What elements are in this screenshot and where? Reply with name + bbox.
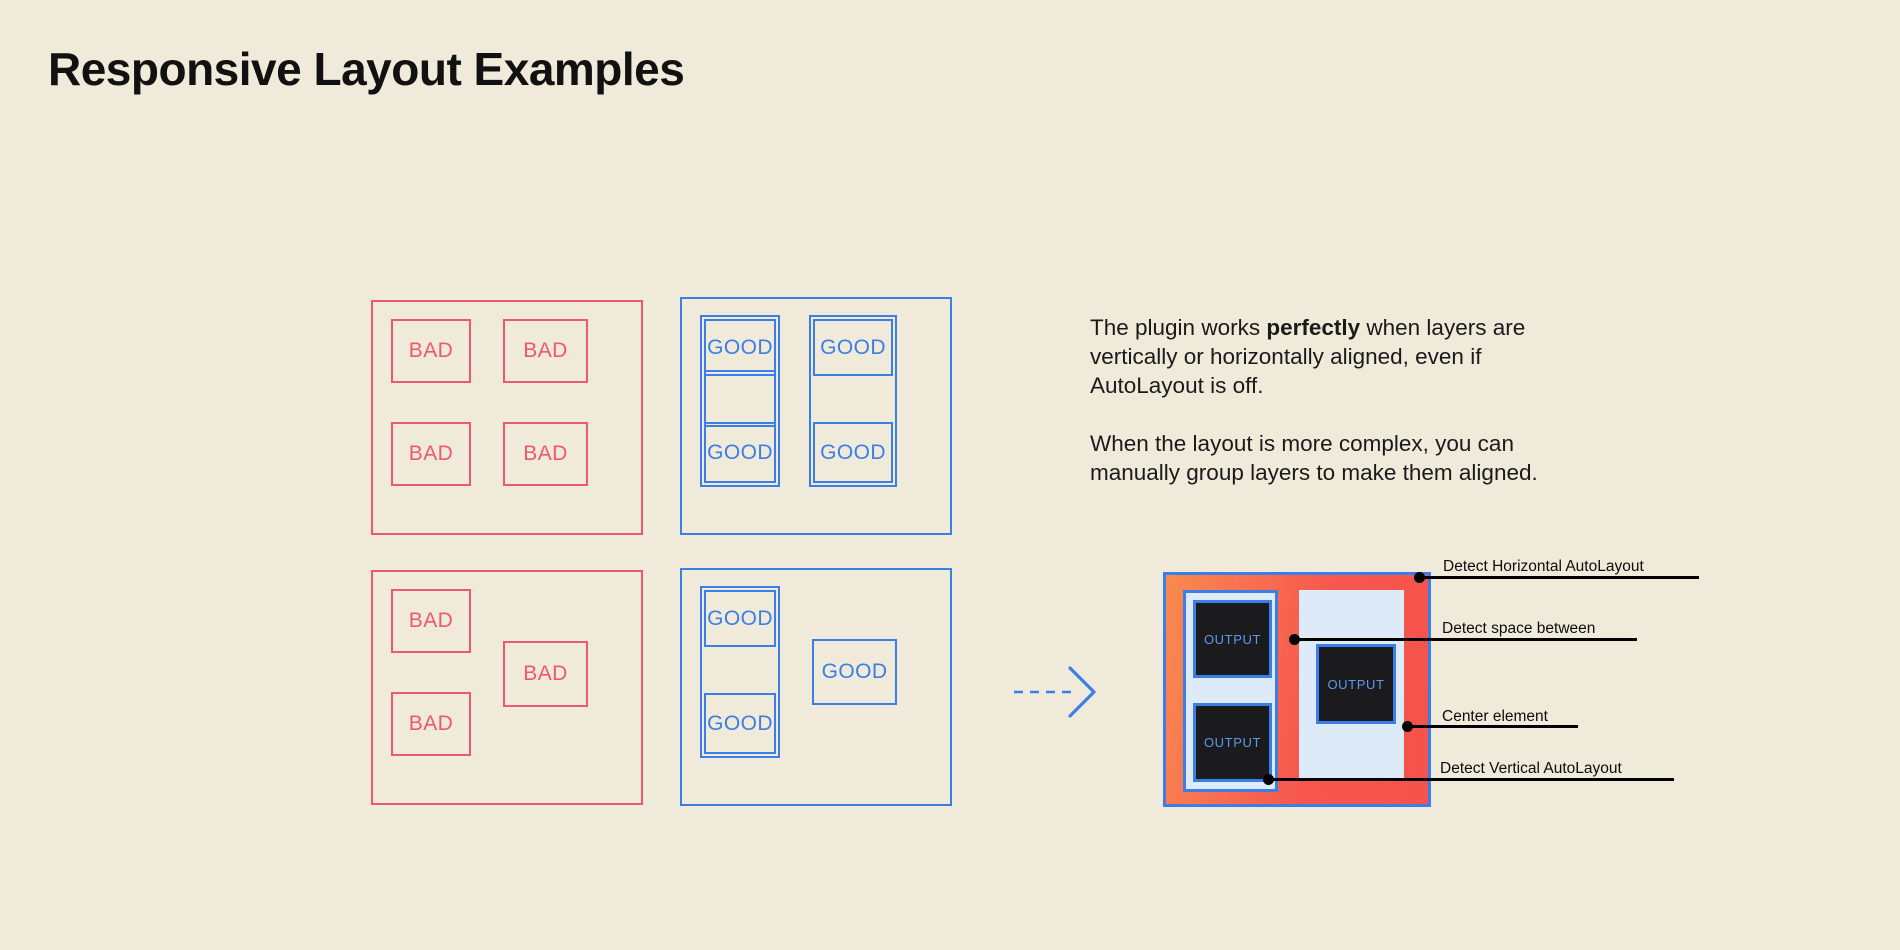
output-box: OUTPUT [1316, 644, 1396, 724]
example-box-bad: BAD [503, 319, 588, 383]
detect-diagram-frame: OUTPUT OUTPUT OUTPUT [1163, 572, 1431, 807]
paragraph1-bold: perfectly [1266, 315, 1361, 340]
page-title: Responsive Layout Examples [48, 43, 685, 95]
example-box-good: GOOD [813, 319, 893, 376]
example-box-good: GOOD [812, 639, 897, 705]
annotation-label-detect-vertical-autolayout: Detect Vertical AutoLayout [1440, 760, 1622, 777]
example-box-good: GOOD [813, 422, 893, 483]
example-panel-bad-complex: BAD BAD BAD [371, 570, 643, 805]
example-panel-good-complex: GOOD GOOD GOOD [680, 568, 952, 806]
example-box-good: GOOD [704, 319, 776, 376]
group-outline [809, 315, 897, 487]
leader-line [1294, 638, 1637, 641]
annotation-label-detect-space-between: Detect space between [1442, 620, 1596, 637]
annotation-label-detect-horizontal-autolayout: Detect Horizontal AutoLayout [1443, 558, 1644, 575]
example-box-good: GOOD [704, 422, 776, 483]
example-box-bad: BAD [391, 422, 471, 486]
detect-center-panel: OUTPUT [1299, 590, 1404, 780]
example-box-bad: BAD [503, 422, 588, 486]
description-paragraph-2: When the layout is more complex, you can… [1090, 431, 1538, 485]
example-panel-good-grid: GOOD GOOD GOOD GOOD [680, 297, 952, 535]
leader-line [1268, 778, 1674, 781]
output-box: OUTPUT [1193, 703, 1272, 782]
example-box-bad: BAD [391, 319, 471, 383]
output-box: OUTPUT [1193, 600, 1272, 678]
group-outline [700, 315, 780, 487]
annotation-label-center-element: Center element [1442, 708, 1548, 725]
example-box-good: GOOD [704, 590, 776, 647]
example-box-bad: BAD [391, 589, 471, 653]
example-box-bad: BAD [391, 692, 471, 756]
leader-line [1419, 576, 1699, 579]
description-text: The plugin works perfectly when layers a… [1090, 313, 1550, 487]
leader-line [1407, 725, 1578, 728]
example-box-bad: BAD [503, 641, 588, 707]
example-panel-bad-grid: BAD BAD BAD BAD [371, 300, 643, 535]
paragraph1-before: The plugin works [1090, 315, 1267, 340]
description-paragraph-1: The plugin works perfectly when layers a… [1090, 313, 1550, 400]
example-box-good: GOOD [704, 693, 776, 754]
group-outline [700, 586, 780, 758]
detect-vertical-group: OUTPUT OUTPUT [1183, 590, 1278, 792]
dashed-arrow-right-icon [1012, 662, 1102, 727]
paragraph1-after: when layers are vertically or horizontal… [1090, 315, 1526, 398]
spacer-hidden [704, 370, 776, 427]
